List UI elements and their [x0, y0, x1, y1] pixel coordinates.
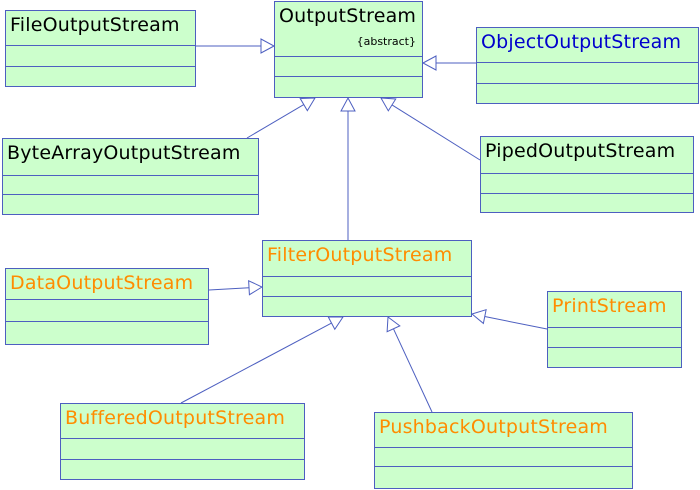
generalization-edge: [393, 328, 433, 413]
generalization-arrowhead: [299, 97, 316, 112]
class-piped-output-stream[interactable]: PipedOutputStream: [480, 136, 694, 213]
class-name-pushback-output-stream: PushbackOutputStream: [379, 416, 609, 438]
attributes-compartment: [3, 176, 258, 195]
class-name-buffered-output-stream: BufferedOutputStream: [65, 407, 286, 429]
stereotype-abstract: {abstract}: [356, 35, 416, 48]
class-name-object-output-stream: ObjectOutputStream: [481, 31, 682, 53]
generalization-edge: [246, 104, 305, 139]
class-file-output-stream[interactable]: FileOutputStream: [5, 10, 196, 87]
generalization-arrowhead: [340, 96, 356, 112]
generalization-arrowhead: [248, 279, 264, 296]
class-name-data-output-stream: DataOutputStream: [10, 272, 194, 294]
class-buffered-output-stream[interactable]: BufferedOutputStream: [60, 403, 305, 480]
generalization-edge: [391, 104, 481, 161]
class-byte-array-output-stream[interactable]: ByteArrayOutputStream: [2, 138, 259, 215]
class-pushback-output-stream[interactable]: PushbackOutputStream: [374, 412, 633, 489]
attributes-compartment: [61, 439, 304, 460]
class-name-file-output-stream: FileOutputStream: [10, 14, 180, 36]
attributes-compartment: [548, 328, 681, 348]
class-name-output-stream: OutputStream: [279, 5, 417, 27]
attributes-compartment: [263, 277, 471, 297]
generalization-edge: [208, 287, 250, 291]
generalization-arrowhead: [386, 316, 401, 333]
class-print-stream[interactable]: PrintStream: [547, 291, 682, 368]
class-name-byte-array-output-stream: ByteArrayOutputStream: [7, 142, 241, 164]
attributes-compartment: [6, 300, 208, 322]
generalization-arrowhead: [470, 308, 487, 325]
attributes-compartment: [275, 57, 422, 77]
attributes-compartment: [481, 174, 693, 194]
attributes-compartment: [375, 448, 632, 467]
generalization-edge: [484, 316, 548, 330]
class-filter-output-stream[interactable]: FilterOutputStream: [262, 240, 472, 317]
attributes-compartment: [6, 46, 195, 67]
attributes-compartment: [477, 63, 698, 84]
generalization-arrowhead: [260, 38, 276, 54]
class-name-print-stream: PrintStream: [552, 295, 667, 317]
generalization-edge: [180, 322, 332, 404]
class-name-piped-output-stream: PipedOutputStream: [485, 140, 676, 162]
class-name-filter-output-stream: FilterOutputStream: [267, 244, 453, 266]
generalization-arrowhead: [421, 55, 437, 71]
generalization-arrowhead: [380, 97, 397, 112]
generalization-arrowhead: [327, 316, 344, 331]
class-data-output-stream[interactable]: DataOutputStream: [5, 268, 209, 345]
class-object-output-stream[interactable]: ObjectOutputStream: [476, 27, 699, 104]
class-output-stream[interactable]: OutputStream {abstract}: [274, 1, 423, 98]
